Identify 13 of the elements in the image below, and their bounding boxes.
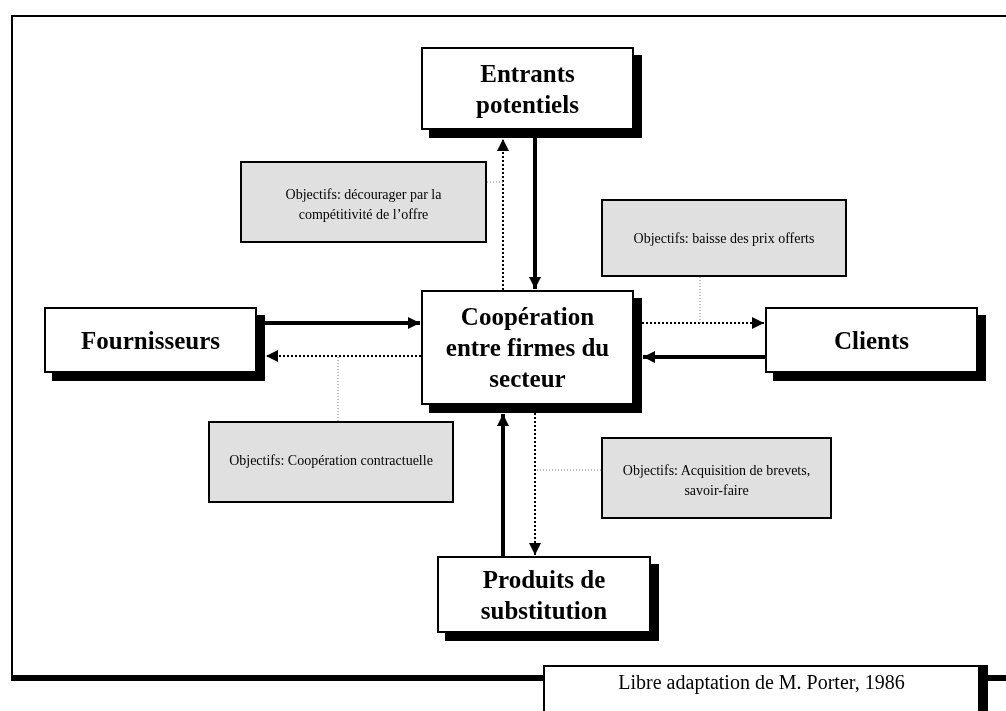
leader-line (337, 355, 339, 422)
objective-note: Objectifs: décourager par la compétitivité de l’offre (240, 161, 487, 243)
arrow (265, 350, 422, 362)
arrow (529, 412, 541, 556)
arrow (265, 317, 420, 329)
arrow (497, 138, 509, 291)
arrow (643, 351, 765, 363)
arrow (641, 317, 765, 329)
objective-note: Objectifs: Acquisition de brevets, savoir-faire (601, 437, 832, 519)
arrow (529, 138, 541, 289)
arrow (497, 414, 509, 556)
objective-note: Objectifs: Coopération contractuelle (208, 421, 454, 503)
objective-note: Objectifs: baisse des prix offerts (601, 199, 847, 277)
